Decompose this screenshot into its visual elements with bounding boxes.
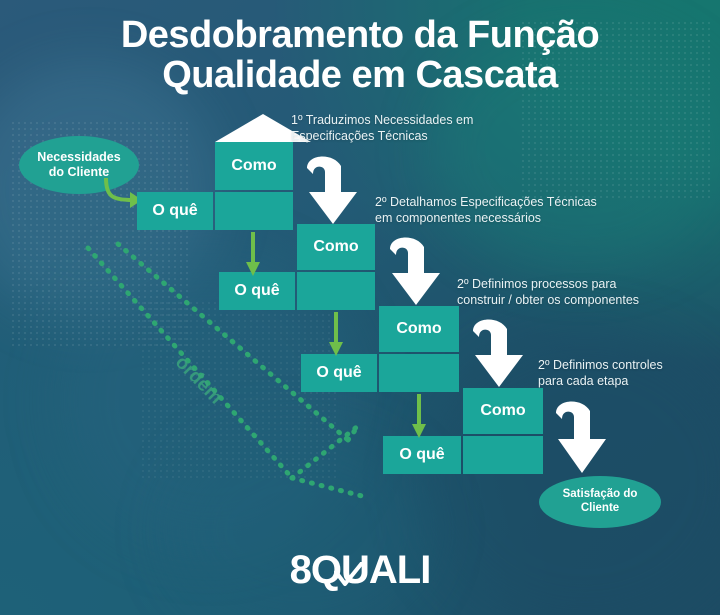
step-2-blank-block[interactable] (297, 272, 375, 310)
note-3-line-2: construir / obter os componentes (457, 292, 640, 307)
step-3-blank-block[interactable] (379, 354, 459, 392)
note-3-curved-arrow (473, 319, 523, 387)
step-3-to-4-green-arrow (412, 394, 426, 438)
check-icon (333, 562, 364, 586)
step-2-o-que-label: O quê (234, 282, 280, 299)
step-4-blank-block[interactable] (463, 436, 543, 474)
note-4-line-2: para cada etapa (538, 373, 629, 388)
logo-q: Q (310, 548, 342, 592)
start-badge-line-1: Necessidades (37, 150, 121, 165)
step-4-como-block[interactable]: Como (463, 388, 543, 434)
step-3-como-block[interactable]: Como (379, 306, 459, 352)
step-1-como-label: Como (231, 157, 277, 174)
step-1-como-block[interactable]: Como (215, 142, 293, 190)
note-1: 1º Traduzimos Necessidades em Especifica… (291, 113, 473, 144)
note-3-line-1: 2º Definimos processos para (457, 277, 617, 291)
note-1-curved-arrow (307, 156, 357, 224)
start-badge-line-2: do Cliente (48, 165, 110, 179)
step-2-o-que-block[interactable]: O quê (219, 272, 295, 310)
step-4-o-que-label: O quê (399, 446, 445, 463)
note-4-line-1: 2º Definimos controles (538, 358, 663, 372)
note-2-line-2: em componentes necessários (375, 210, 542, 225)
step-4-como-label: Como (480, 402, 526, 419)
step-3-o-que-block[interactable]: O quê (301, 354, 377, 392)
note-1-line-2: Especificações Técnicas (291, 128, 428, 143)
note-3: 2º Definimos processos para construir / … (457, 277, 639, 308)
step-2-como-block[interactable]: Como (297, 224, 375, 270)
brand-logo[interactable]: 8QUALI (0, 548, 720, 593)
step-2-como-label: Como (313, 238, 359, 255)
page-title: Desdobramento da Função Qualidade em Cas… (0, 14, 720, 96)
end-badge[interactable]: Satisfação do Cliente (539, 476, 661, 528)
end-badge-line-2: Cliente (580, 502, 620, 514)
step-3-como-label: Como (396, 320, 442, 337)
step-1-to-2-green-arrow (246, 232, 260, 276)
title-line-1: Desdobramento da Função (120, 14, 600, 56)
logo-prefix: 8 (289, 548, 312, 592)
note-2-curved-arrow (390, 237, 440, 305)
roof-triangle (215, 114, 311, 142)
start-connector-arrow (104, 177, 142, 208)
note-4-curved-arrow (556, 401, 606, 473)
step-1-blank-block[interactable] (215, 192, 293, 230)
step-3-o-que-label: O quê (316, 364, 362, 381)
start-badge[interactable]: Necessidades do Cliente (19, 136, 139, 194)
note-4: 2º Definimos controles para cada etapa (538, 358, 663, 389)
note-2: 2º Detalhamos Especificações Técnicas em… (375, 195, 597, 226)
step-4-o-que-block[interactable]: O quê (383, 436, 461, 474)
ordem-dotted-arrow (85, 241, 365, 499)
note-1-line-1: 1º Traduzimos Necessidades em (291, 113, 474, 127)
step-2-to-3-green-arrow (329, 312, 343, 356)
step-1-o-que-label: O quê (152, 202, 198, 219)
note-2-line-1: 2º Detalhamos Especificações Técnicas (375, 195, 597, 209)
end-badge-line-1: Satisfação do (562, 488, 638, 501)
step-1-o-que-block[interactable]: O quê (137, 192, 213, 230)
title-line-2: Qualidade em Cascata (162, 53, 558, 96)
